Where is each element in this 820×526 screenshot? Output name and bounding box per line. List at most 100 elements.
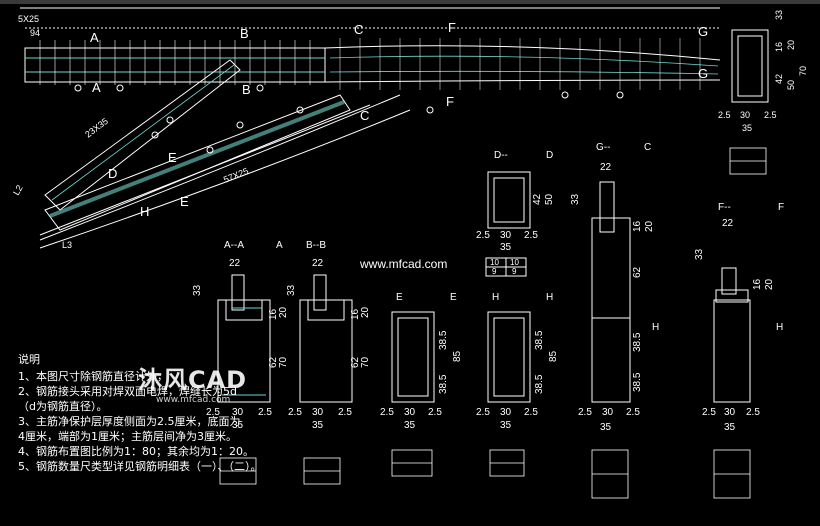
svg-text:H: H [140, 204, 149, 219]
svg-text:C: C [354, 22, 363, 37]
svg-text:42: 42 [774, 74, 784, 84]
svg-text:33: 33 [774, 10, 784, 20]
svg-text:2.5: 2.5 [338, 407, 352, 418]
svg-text:16: 16 [774, 42, 784, 52]
section-a [217, 274, 271, 403]
svg-text:2.5: 2.5 [288, 407, 302, 418]
svg-text:22: 22 [600, 162, 612, 173]
svg-text:9: 9 [492, 267, 497, 276]
svg-text:20: 20 [644, 220, 655, 232]
svg-text:A--A: A--A [224, 240, 244, 251]
section-markers: AA BB CC FF GG DE EH [90, 20, 708, 219]
svg-text:2.5: 2.5 [578, 407, 592, 418]
svg-text:H: H [492, 292, 499, 303]
svg-text:85: 85 [452, 350, 463, 362]
svg-text:2.5: 2.5 [626, 407, 640, 418]
svg-text:2.5: 2.5 [524, 407, 538, 418]
svg-text:62: 62 [350, 356, 361, 368]
svg-text:G: G [698, 66, 708, 81]
dim-L2: L2 [11, 183, 25, 197]
svg-text:22: 22 [229, 258, 241, 269]
dim-57x25: 57X25 [222, 166, 250, 185]
dim-94: 94 [30, 28, 40, 38]
svg-text:2.5: 2.5 [718, 110, 731, 120]
svg-text:50: 50 [786, 80, 796, 90]
svg-text:20: 20 [360, 306, 371, 318]
dim-23x35: 23X35 [83, 116, 110, 140]
svg-text:62: 62 [632, 266, 643, 278]
svg-text:70: 70 [360, 356, 371, 368]
svg-text:B: B [240, 26, 249, 41]
svg-text:16: 16 [350, 308, 361, 320]
svg-text:42: 42 [532, 193, 543, 205]
svg-text:38.5: 38.5 [534, 374, 545, 394]
svg-text:30: 30 [500, 230, 512, 241]
svg-text:38.5: 38.5 [438, 374, 449, 394]
svg-text:62: 62 [268, 356, 279, 368]
svg-text:9: 9 [512, 267, 517, 276]
svg-text:E: E [450, 292, 457, 303]
svg-text:H: H [546, 292, 553, 303]
svg-text:D: D [546, 150, 553, 161]
notes-line: （d为钢筋直径）。 [18, 400, 108, 413]
svg-text:33: 33 [192, 284, 203, 296]
svg-text:35: 35 [742, 123, 752, 133]
svg-text:A: A [90, 30, 99, 45]
svg-text:35: 35 [500, 420, 512, 431]
svg-text:2.5: 2.5 [746, 407, 760, 418]
svg-text:20: 20 [764, 278, 775, 290]
svg-text:B: B [242, 82, 251, 97]
svg-text:2.5: 2.5 [206, 407, 220, 418]
svg-text:35: 35 [232, 420, 244, 431]
notes-line: 4、钢筋布置图比例为1：80；其余均为1：20。 [18, 445, 254, 458]
notes-line: 3、主筋净保护层厚度侧面为2.5厘米，底面为 [18, 415, 241, 428]
svg-text:38.5: 38.5 [632, 372, 643, 392]
svg-text:35: 35 [600, 422, 612, 433]
section-e [391, 311, 435, 403]
svg-text:35: 35 [724, 422, 736, 433]
svg-text:G--: G-- [596, 142, 610, 153]
bottom-rebar-grids [219, 147, 767, 499]
svg-text:33: 33 [570, 193, 581, 205]
svg-text:30: 30 [724, 407, 736, 418]
svg-text:85: 85 [548, 350, 559, 362]
small-table-labels: 10 10 9 9 [490, 258, 519, 276]
svg-text:E: E [168, 150, 177, 165]
svg-text:22: 22 [722, 218, 734, 229]
svg-text:70: 70 [798, 66, 808, 76]
small-table [485, 257, 527, 277]
svg-text:10: 10 [510, 258, 519, 267]
elevation-labels: 5X25 94 23X35 57X25 L3 L2 [11, 14, 250, 250]
svg-text:33: 33 [286, 284, 297, 296]
site-url-label: www.mfcad.com [360, 257, 448, 271]
notes-line: 2、钢筋接头采用对焊双面电焊，焊缝长为5d [18, 385, 237, 398]
svg-text:50: 50 [544, 193, 555, 205]
section-d [487, 171, 531, 229]
svg-text:30: 30 [500, 407, 512, 418]
rebar-ticks [39, 40, 311, 85]
section-h [487, 311, 531, 403]
svg-text:16: 16 [268, 308, 279, 320]
section-d-labels: D-- D 42 50 2.5 30 2.5 35 [476, 150, 555, 253]
svg-text:2.5: 2.5 [702, 407, 716, 418]
svg-text:E: E [396, 292, 403, 303]
svg-text:30: 30 [740, 110, 750, 120]
section-f-labels: F-- F 22 33 16 20 H 2.5 30 2.5 35 [694, 202, 784, 433]
section-f [713, 267, 751, 403]
section-c [591, 181, 631, 403]
svg-text:20: 20 [278, 306, 289, 318]
svg-text:B--B: B--B [306, 240, 326, 251]
elevation-view [20, 7, 721, 249]
svg-text:E: E [180, 194, 189, 209]
svg-text:A: A [92, 80, 101, 95]
section-g-labels: 33 16 20 42 50 70 2.5 30 2.5 35 [718, 10, 808, 133]
svg-text:F: F [446, 94, 454, 109]
notes-block: 说明 1、本图尺寸除钢筋直径计外， 2、钢筋接头采用对焊双面电焊，焊缝长为5d … [18, 352, 262, 474]
svg-text:35: 35 [500, 242, 512, 253]
svg-text:H: H [776, 322, 783, 333]
svg-text:D--: D-- [494, 150, 508, 161]
dim-L3: L3 [62, 240, 72, 250]
svg-text:30: 30 [312, 407, 324, 418]
svg-text:33: 33 [694, 248, 705, 260]
